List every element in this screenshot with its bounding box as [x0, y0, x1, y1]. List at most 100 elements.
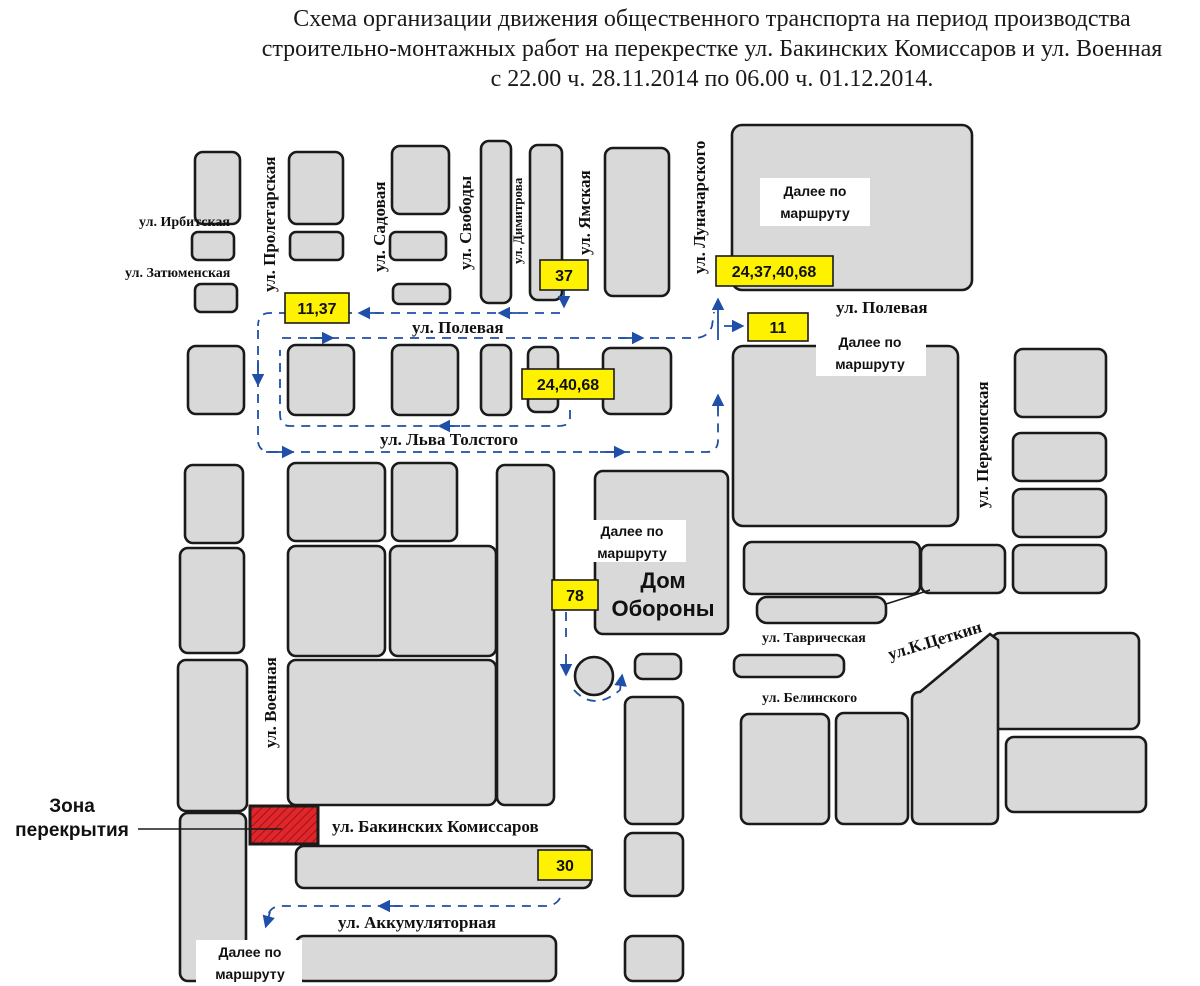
- block: [390, 343, 460, 417]
- route-continuation-notes: Далее по маршруту Далее по маршруту Дале…: [196, 178, 926, 984]
- street-zatyumenskaya: ул. Затюменская: [125, 266, 231, 281]
- route-arrow-head: [262, 911, 275, 929]
- route-arrows: [251, 290, 745, 929]
- note-further-top: Далее по маршруту: [760, 178, 870, 226]
- note-further-right: Далее по маршруту: [816, 330, 926, 376]
- street-lva-tolstogo: ул. Льва Толстого: [380, 430, 518, 449]
- street-bakinskikh-komissarov: ул. Бакинских Комиссаров: [332, 817, 539, 836]
- block: [176, 658, 249, 813]
- roundabout: [573, 655, 615, 697]
- street-dimitrova: ул. Димитрова: [510, 177, 525, 264]
- route-badge-24-37-40-68: 24,37,40,68: [715, 255, 834, 287]
- block: [919, 543, 1007, 595]
- block: [732, 653, 846, 679]
- block: [910, 632, 1000, 826]
- note-further-bottom: Далее по маршруту: [196, 940, 302, 984]
- block: [178, 546, 246, 655]
- route-arrow-polevaya-east: [282, 311, 715, 339]
- block: [1011, 431, 1108, 483]
- street-svobody: ул. Свободы: [456, 176, 475, 270]
- route-arrow-akkumulyatornaya-west: [267, 897, 561, 917]
- note-line: Далее по: [839, 334, 902, 350]
- block: [623, 934, 685, 983]
- street-tavricheskaya: ул. Таврическая: [762, 631, 866, 646]
- route-badge-11-37: 11,37: [284, 292, 350, 324]
- street-yamskaya: ул. Ямская: [575, 170, 594, 255]
- block: [739, 712, 831, 826]
- block: [286, 544, 387, 658]
- closure-label-line: перекрытия: [15, 820, 129, 841]
- block: [286, 343, 356, 417]
- route-arrow-polevaya-west: [257, 312, 560, 327]
- block: [193, 282, 239, 314]
- title-line-1: Схема организации движения общественного…: [293, 6, 1131, 32]
- block: [479, 343, 513, 417]
- block: [390, 461, 459, 543]
- block: [190, 230, 236, 262]
- tsetkin-street-line: [885, 589, 931, 605]
- closure-zone: Зона перекрытия: [15, 796, 320, 846]
- street-akkumulyatornaya: ул. Аккумуляторная: [338, 913, 496, 932]
- route-arrow-outer-loop: [257, 330, 719, 453]
- route-number: 24,37,40,68: [732, 264, 817, 281]
- block: [633, 652, 683, 681]
- note-further-middle: Далее по маршруту: [578, 520, 686, 562]
- route-badge-37: 37: [539, 259, 589, 291]
- block: [834, 711, 910, 826]
- block: [479, 139, 513, 305]
- block: [742, 540, 922, 596]
- title-line-2: строительно-монтажных работ на перекрест…: [262, 36, 1163, 62]
- landmark-line: Дом: [640, 568, 685, 593]
- block: [495, 463, 556, 807]
- block: [1004, 735, 1148, 814]
- street-sadovaya: ул. Садовая: [370, 182, 389, 272]
- route-number: 11,37: [297, 301, 336, 318]
- route-number: 78: [566, 588, 584, 605]
- street-voennaya: ул. Военная: [261, 657, 280, 748]
- block: [186, 344, 246, 416]
- block: [623, 695, 685, 826]
- block: [990, 631, 1141, 731]
- street-belinskogo: ул. Белинского: [762, 691, 857, 706]
- route-number: 11: [770, 320, 787, 337]
- block: [294, 934, 558, 983]
- closure-label-line: Зона: [49, 796, 95, 817]
- block: [623, 831, 685, 898]
- landmark-dom-oborony: Дом Обороны: [611, 568, 714, 621]
- block: [193, 150, 242, 226]
- street-irbitskaya: ул. Ирбитская: [139, 215, 230, 230]
- block: [286, 461, 387, 543]
- city-blocks: [176, 123, 1148, 983]
- landmark-line: Обороны: [611, 596, 714, 621]
- note-line: маршруту: [215, 966, 285, 982]
- block: [390, 144, 451, 216]
- block: [388, 544, 498, 658]
- note-line: маршруту: [835, 356, 905, 372]
- block: [391, 282, 452, 306]
- note-line: Далее по: [219, 944, 282, 960]
- street-polevaya-west: ул. Полевая: [412, 318, 504, 337]
- route-arrow-inner-loop: [279, 350, 571, 427]
- block: [286, 658, 498, 807]
- street-labels: ул. Ирбитская ул. Затюменская ул. Пролет…: [125, 141, 992, 932]
- block: [288, 230, 345, 262]
- street-lunacharskogo: ул. Луначарского: [690, 141, 709, 274]
- route-badges: 37 24,37,40,68 11,37 11 24,40,68 78 30: [284, 255, 834, 881]
- route-badge-11: 11: [747, 312, 809, 342]
- route-badge-24-40-68: 24,40,68: [521, 368, 615, 400]
- note-line: маршруту: [597, 545, 667, 561]
- route-number: 24,40,68: [537, 377, 599, 394]
- block: [755, 595, 888, 625]
- street-polevaya-east: ул. Полевая: [836, 298, 928, 317]
- route-number: 37: [555, 268, 573, 285]
- block: [183, 463, 245, 545]
- title-line-3: с 22.00 ч. 28.11.2014 по 06.00 ч. 01.12.…: [491, 66, 934, 92]
- note-line: Далее по: [601, 523, 664, 539]
- note-line: маршруту: [780, 205, 850, 221]
- block: [388, 230, 448, 262]
- note-line: Далее по: [784, 183, 847, 199]
- street-proletarskaya: ул. Пролетарская: [260, 157, 279, 292]
- block: [1013, 347, 1108, 419]
- page-title: Схема организации движения общественного…: [262, 6, 1163, 92]
